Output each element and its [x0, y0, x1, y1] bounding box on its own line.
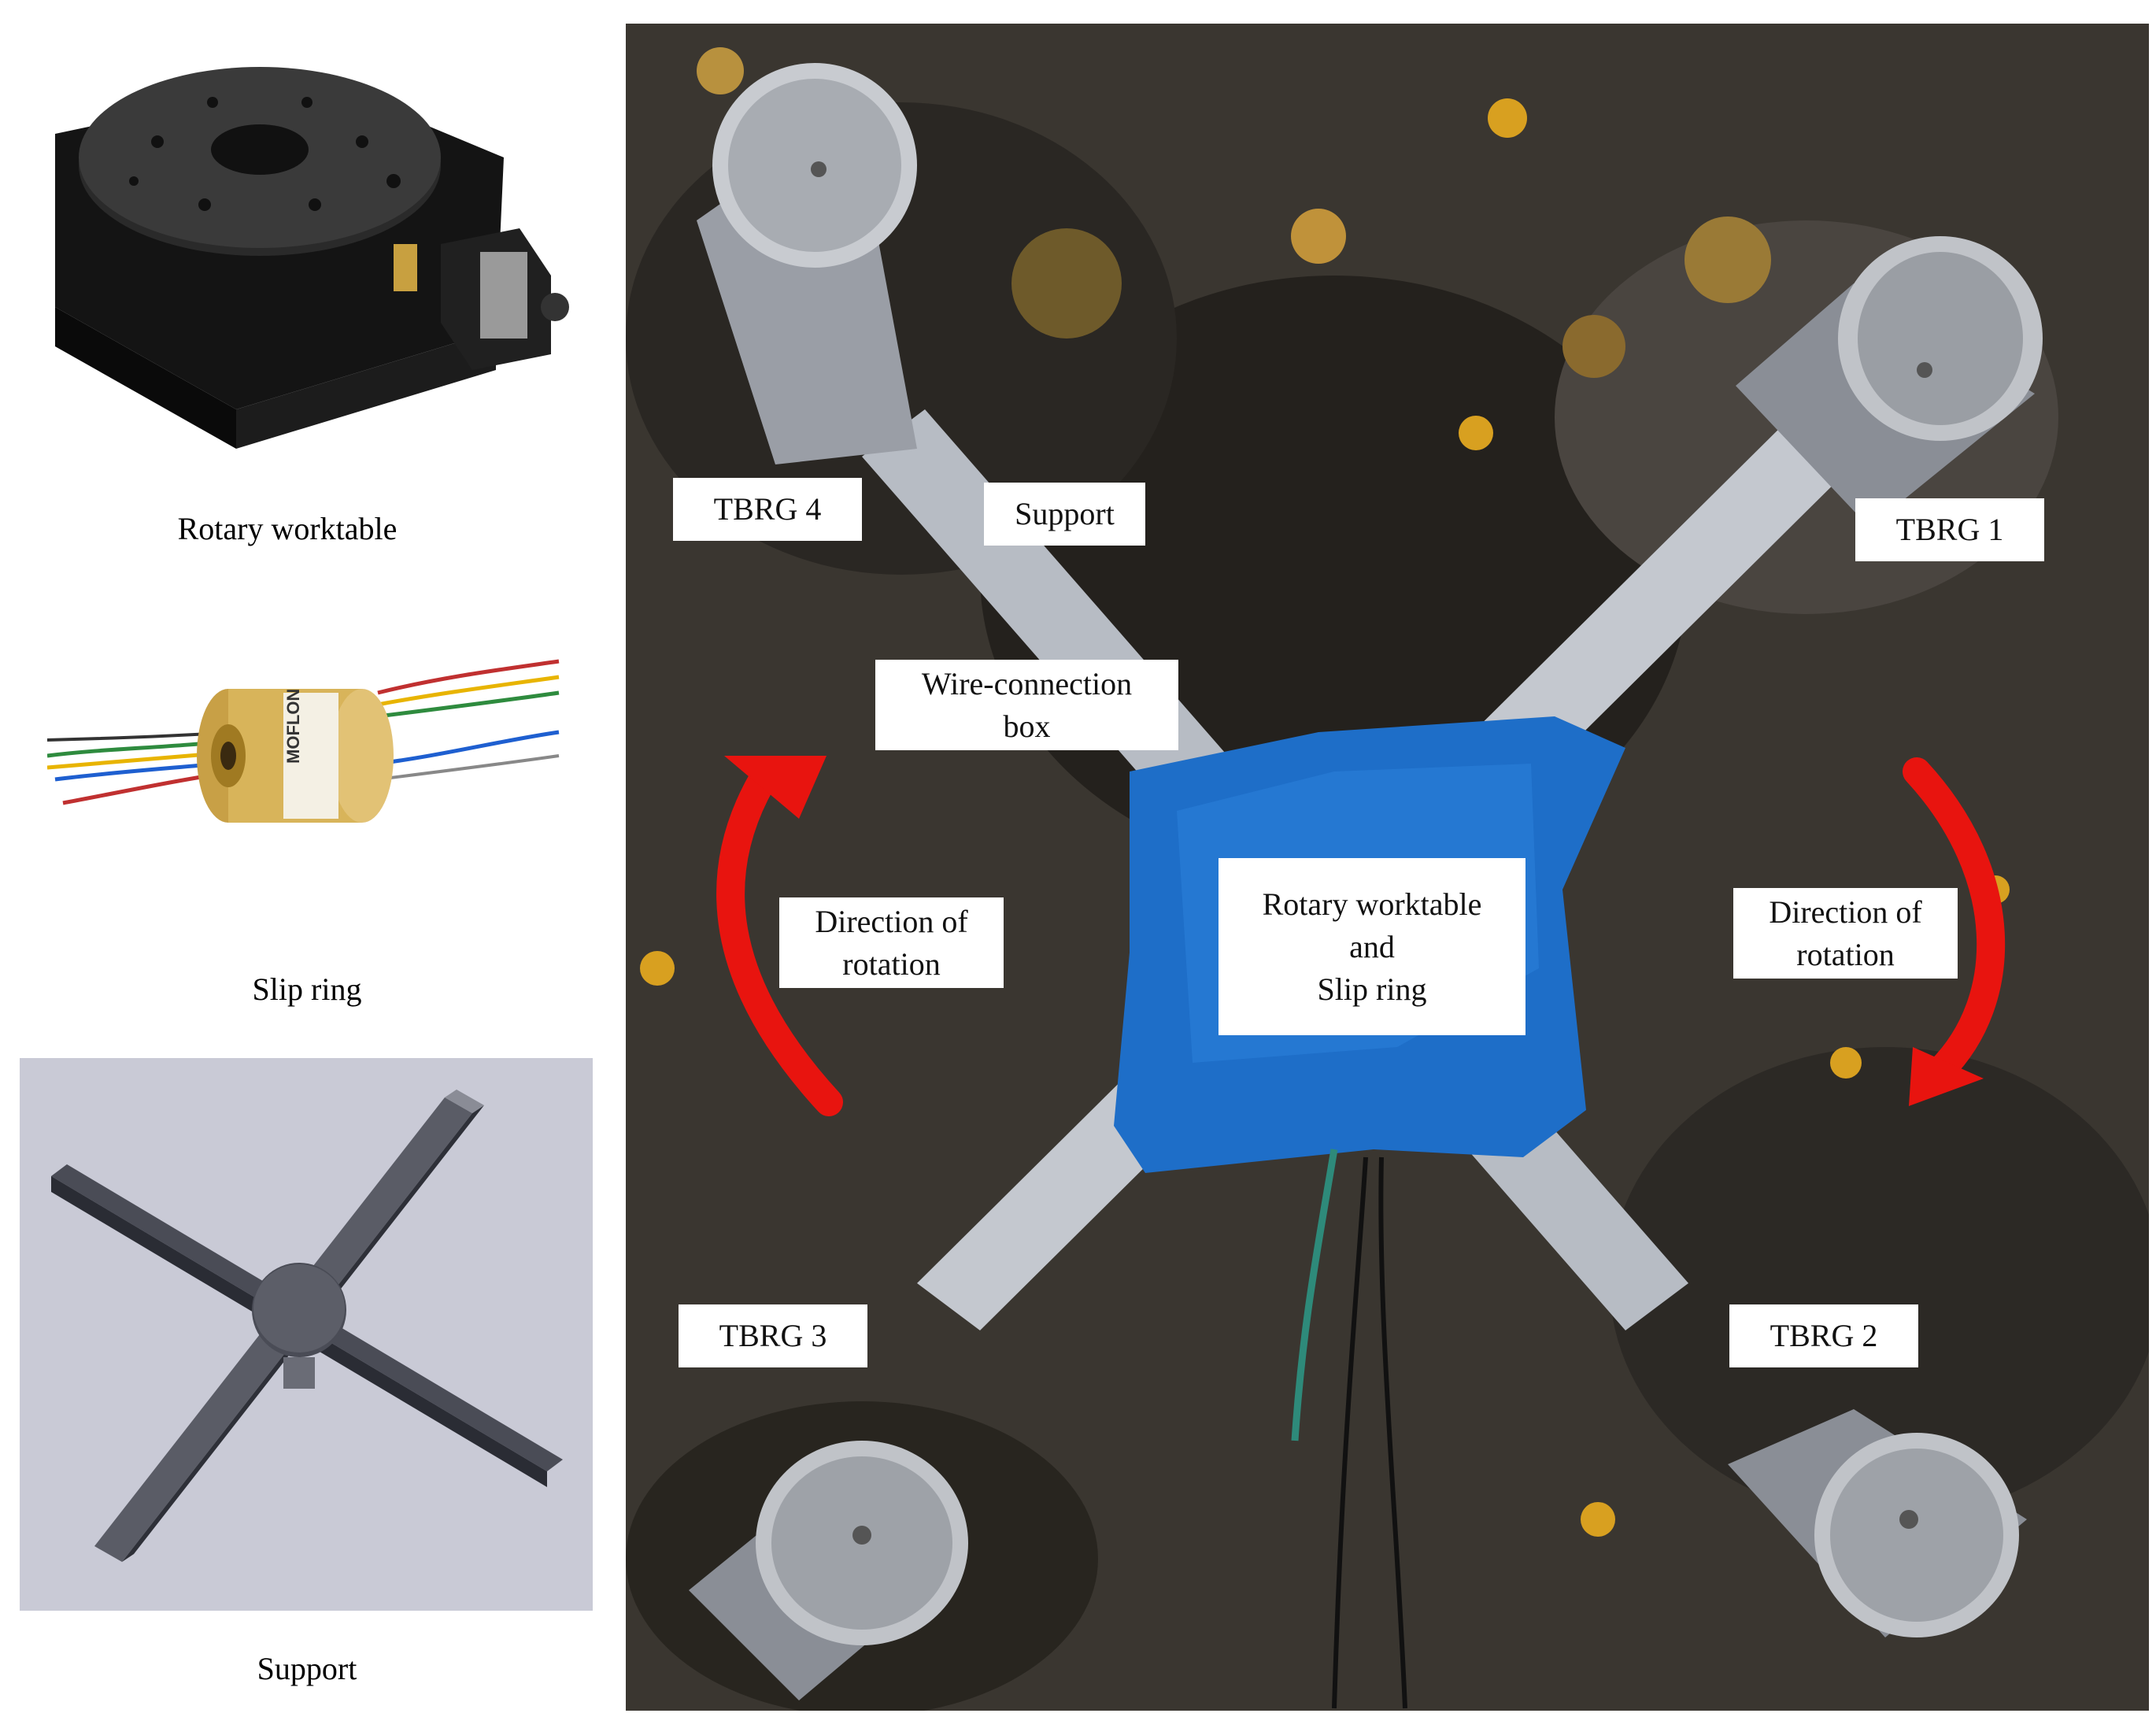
label-direction-of-rotation-right: Direction of rotation: [1733, 888, 1958, 979]
slip-ring-brand-text: MOFLON: [283, 689, 303, 764]
support-render-image: [20, 1058, 593, 1611]
label-direction-of-rotation-left: Direction of rotation: [779, 897, 1004, 988]
label-tbrg-4: TBRG 4: [673, 478, 862, 541]
rotation-arrow-left: [716, 757, 843, 1116]
label-tbrg-1: TBRG 1: [1855, 498, 2044, 561]
rotation-arrow-right-head: [1909, 1047, 1984, 1106]
caption-support: Support: [257, 1651, 357, 1686]
label-tbrg-3: TBRG 3: [679, 1304, 867, 1367]
label-tbrg-2: TBRG 2: [1729, 1304, 1918, 1367]
label-support: Support: [984, 483, 1145, 546]
slip-ring-image: MOFLON: [47, 646, 567, 866]
label-rotary-worktable-and-slip-ring: Rotary worktable and Slip ring: [1219, 858, 1525, 1035]
rotation-arrow-left-head: [724, 756, 827, 819]
rotary-worktable-image: [31, 47, 582, 488]
rotation-arrow-right: [1903, 757, 2006, 1085]
caption-slip-ring: Slip ring: [252, 971, 362, 1007]
caption-rotary-worktable: Rotary worktable: [177, 511, 398, 546]
label-wire-connection-box: Wire-connection box: [875, 660, 1178, 750]
